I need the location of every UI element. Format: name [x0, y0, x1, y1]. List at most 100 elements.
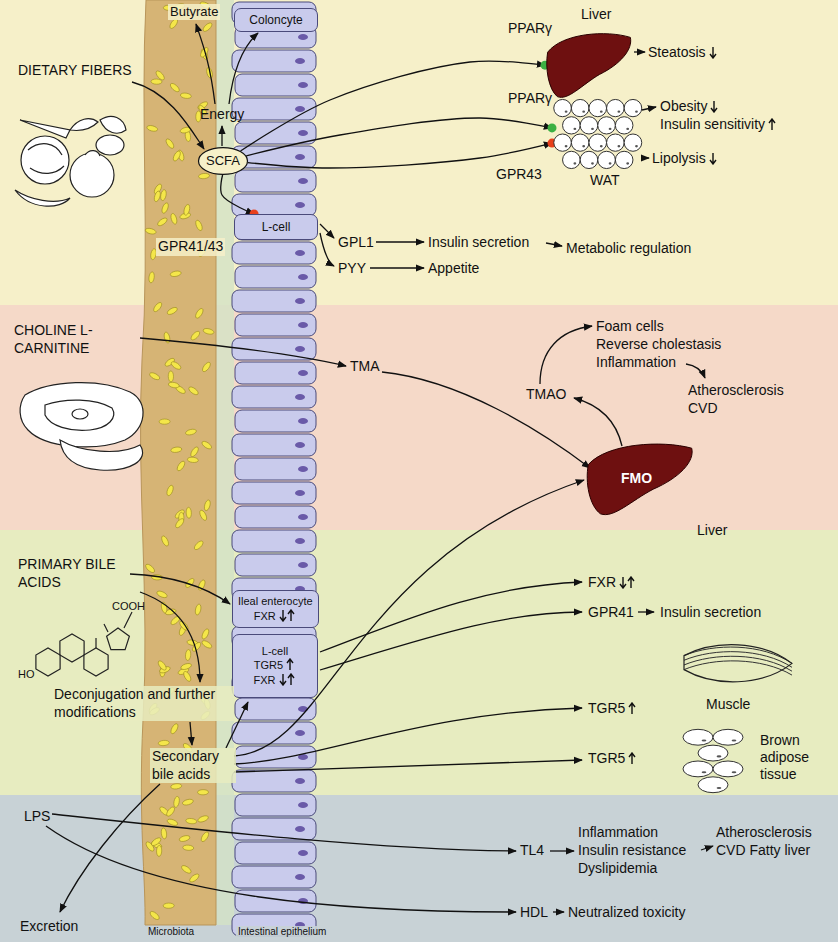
- pathway-arrow: [574, 398, 622, 446]
- bacterium: [168, 381, 180, 388]
- liver-organ: FMOLiver: [585, 440, 695, 522]
- annotation-label: Insulin secretion: [660, 604, 761, 622]
- bacterium: [200, 831, 210, 843]
- epithelial-cell: [235, 698, 316, 720]
- epithelial-cell: [295, 778, 305, 784]
- muscle-tissue: Muscle: [678, 640, 798, 718]
- bacterium: [166, 818, 178, 827]
- epithelial-cell: [295, 298, 305, 304]
- annotation-label: Insulin secretion: [428, 234, 529, 252]
- bacterium: [182, 798, 194, 806]
- annotation-label: Inflammation: [596, 354, 676, 372]
- bacterium: [149, 910, 161, 921]
- bacterium: [158, 740, 169, 746]
- epithelial-cell: [298, 562, 308, 568]
- liver-organ: [545, 30, 633, 104]
- bacterium: [194, 604, 202, 616]
- node-text: SCFA: [206, 153, 240, 169]
- epithelial-cell: [232, 530, 316, 552]
- epithelial-cell: [235, 506, 316, 528]
- pathway-arrow: [638, 611, 654, 612]
- pathway-arrow: [642, 107, 656, 110]
- bacterium: [183, 204, 191, 216]
- annotation-label: FXR: [588, 574, 637, 592]
- pathway-arrow: [140, 338, 346, 366]
- pathway-arrow: [553, 911, 564, 912]
- epithelial-cell: [235, 746, 316, 768]
- node-text: FXR: [254, 673, 297, 687]
- annotation-label: Neutralized toxicity: [568, 904, 686, 922]
- annotation-label: HDL: [520, 904, 548, 922]
- pathway-arrow: [46, 826, 516, 912]
- epithelial-cell: [232, 242, 316, 264]
- node-text: Liver: [581, 6, 611, 23]
- epithelial-cell: [235, 842, 316, 864]
- node-text: L-cell: [262, 220, 291, 234]
- bacterium: [185, 428, 197, 436]
- trend-arrow: [620, 577, 626, 588]
- bacterium: [163, 903, 174, 908]
- epithelial-cell: [235, 554, 316, 576]
- microbiota-column: [140, 0, 216, 925]
- bacterium: [153, 190, 161, 202]
- receptor-dot: [548, 123, 557, 132]
- trend-arrow: [288, 610, 294, 621]
- connector-group: [241, 61, 550, 151]
- epithelial-cell: [295, 106, 305, 112]
- pathway-arrow: [320, 224, 334, 238]
- l-cell: L-cell: [234, 214, 318, 240]
- pathway-arrow: [686, 364, 705, 378]
- steroid-structure: [107, 628, 130, 650]
- annotation-label: GPR41/43: [156, 238, 225, 256]
- bacterium: [170, 213, 178, 225]
- steroid-structure: [36, 612, 132, 676]
- epithelial-cell: [235, 122, 316, 144]
- epithelial-cell: [295, 442, 305, 448]
- pathway-connector: [246, 118, 552, 156]
- bacterium: [176, 460, 186, 472]
- bacterium: [170, 783, 182, 790]
- bacterium: [160, 535, 170, 547]
- steroid-structure: [96, 612, 132, 648]
- epithelial-cell: [298, 322, 308, 328]
- node-text: Coloncyte: [249, 13, 302, 27]
- annotation-label: Atherosclerosis CVD Fatty liver: [716, 824, 820, 859]
- trend-arrow: [279, 609, 297, 622]
- epithelial-cell: [295, 154, 305, 160]
- node-text: Ileal enterocyte: [238, 595, 313, 608]
- epithelial-cell: [235, 170, 316, 192]
- bacterium: [185, 649, 191, 660]
- vegetables-illustration: [85, 151, 100, 156]
- steroid-structure: [84, 648, 108, 676]
- pathway-arrow: [46, 24, 713, 912]
- annotation-label: CHOLINE L-CARNITINE: [14, 322, 126, 357]
- annotation-label: TL4: [520, 842, 544, 860]
- bacterium: [161, 202, 170, 214]
- microbiota-column: [140, 0, 216, 925]
- epithelial-cell: [295, 490, 305, 496]
- trend-arrow: [287, 659, 293, 670]
- annotation-label: TGR5: [588, 750, 638, 768]
- bacterium: [203, 328, 215, 336]
- pathway-arrow: [382, 372, 590, 468]
- bacterium: [194, 219, 203, 231]
- annotation-label: PRIMARY BILE ACIDS: [18, 556, 118, 591]
- epithelial-cell: [295, 538, 305, 544]
- epithelial-cell: [232, 194, 316, 216]
- bacterium: [155, 70, 166, 82]
- bacterium: [169, 82, 181, 93]
- epithelial-cell: [235, 794, 316, 816]
- coloncyte-cell: Coloncyte: [234, 8, 318, 32]
- trend-arrow: [709, 46, 719, 59]
- bacterium: [165, 806, 176, 818]
- annotation-label: Insulin sensitivity: [660, 116, 778, 134]
- bacterium: [156, 217, 168, 228]
- bacterium: [150, 836, 162, 847]
- epithelial-cell: [298, 514, 308, 520]
- trend-arrow: [711, 101, 717, 112]
- epithelial-cell: [298, 130, 308, 136]
- bacterium: [198, 173, 209, 179]
